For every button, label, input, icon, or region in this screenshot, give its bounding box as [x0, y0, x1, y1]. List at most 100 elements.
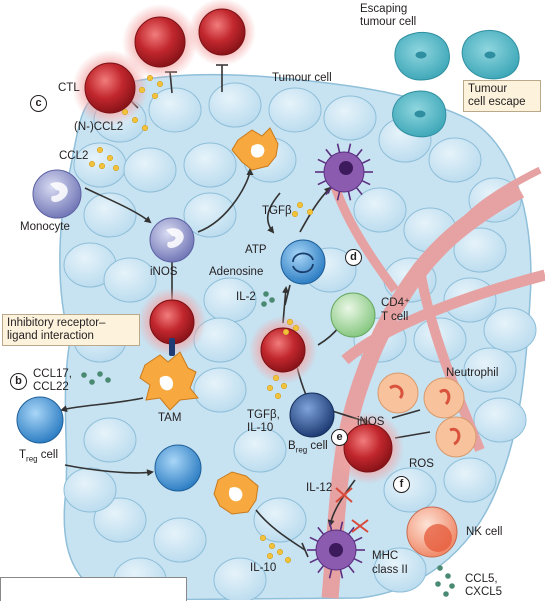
inhibitory-line1: Inhibitory receptor– — [7, 317, 106, 329]
breg-label-main: B — [288, 440, 296, 452]
chemokine-dot — [276, 548, 284, 556]
chemokine-dot — [269, 297, 275, 303]
tumour-cell — [148, 87, 202, 133]
tumour-cell — [63, 467, 117, 513]
chemokine-dot — [98, 162, 106, 170]
tumour-cell — [123, 147, 177, 193]
ccl17-label: CCL17, — [33, 368, 72, 380]
il12-label: IL-12 — [306, 482, 333, 494]
inhibitory-callout: Inhibitory receptor– ligand interaction — [2, 314, 140, 346]
chemokine-dot — [96, 146, 104, 154]
tumour-cell — [183, 142, 237, 188]
breg-label-sub: reg — [295, 445, 308, 455]
mdsc-spike — [355, 187, 363, 196]
chemokine-dot — [131, 116, 139, 124]
tumour-cell — [453, 227, 507, 273]
ctl-cell — [134, 16, 186, 68]
tumour-cell — [353, 187, 407, 233]
tumour-cell — [208, 82, 262, 128]
mdsc-spikes — [307, 143, 373, 579]
tumour-cell — [253, 497, 307, 543]
chemokine-dot — [151, 92, 159, 100]
tumour-escape-callout: Tumour cell escape — [463, 80, 541, 112]
tumour-cell — [83, 417, 137, 463]
mdsc-spike — [353, 536, 363, 543]
legend-box-edge — [0, 577, 187, 601]
tumour-cell — [233, 427, 287, 473]
mhc-label-1: MHC — [372, 550, 399, 562]
chemokine-dot — [263, 291, 269, 297]
monocyte-label: Monocyte — [20, 221, 70, 233]
ros-label: ROS — [409, 458, 434, 470]
mdsc-spike — [317, 526, 325, 535]
treg-label-tail: cell — [37, 449, 59, 461]
mdsc-spike — [355, 148, 363, 157]
tumour-cell — [93, 497, 147, 543]
mdsc-spike — [309, 557, 319, 564]
mdsc-spike — [325, 187, 333, 196]
treg-label-sub: reg — [26, 454, 38, 464]
chemokine-dot — [156, 80, 164, 88]
mdsc-spike — [317, 179, 327, 186]
chemokine-dot — [88, 160, 96, 168]
mdsc-spike — [361, 158, 371, 165]
panel-marker-c: c — [30, 95, 47, 112]
blocked-marker — [335, 487, 369, 533]
chemokine-dot — [435, 581, 441, 587]
mdsc-spike — [347, 191, 352, 201]
chemokine-dot — [89, 379, 95, 385]
chemokine-dot — [146, 74, 154, 82]
mdsc-spike — [328, 569, 333, 579]
chemokine-dot — [286, 318, 294, 326]
chemokine-dot — [449, 583, 455, 589]
mdsc-spike — [361, 179, 371, 186]
chemokine-dot — [121, 108, 129, 116]
tumour-cell — [463, 347, 517, 393]
mdsc-cells — [315, 151, 365, 571]
ccl5-label: CCL5, — [465, 573, 498, 585]
panel-marker-e: e — [331, 429, 348, 446]
chemokine-dot — [112, 164, 120, 172]
mhc-label-2: class II — [372, 564, 408, 576]
tumour-cell — [473, 397, 527, 443]
panel-marker-b: b — [10, 373, 27, 390]
mdsc-spike — [339, 521, 344, 531]
treg-cells — [16, 239, 326, 492]
inhibitory-receptor — [169, 338, 175, 356]
chemokine-dot — [291, 210, 299, 218]
tgfb-top-label: TGFβ — [262, 205, 292, 217]
ctl-cell — [198, 8, 246, 56]
escaping-label-1: Escaping — [360, 3, 408, 15]
ctl-cell — [149, 299, 195, 345]
chemokine-dot — [268, 542, 276, 550]
ctl-cell — [84, 62, 136, 114]
nk-cell-shape — [406, 506, 458, 558]
chemokine-dot — [443, 591, 449, 597]
nk-label: NK cell — [466, 526, 503, 538]
chemokine-dot — [292, 324, 300, 332]
ctl-label: CTL — [58, 82, 80, 94]
chemokine-dot — [261, 301, 267, 307]
mdsc-spike — [347, 565, 355, 574]
chemokine-dot — [106, 154, 114, 162]
escaping-tumour-cells — [392, 29, 520, 138]
atp-label: ATP — [245, 244, 267, 256]
panel-marker-d: d — [345, 249, 362, 266]
tumour-escape-line1: Tumour — [468, 83, 508, 95]
chemokine-dot — [445, 573, 451, 579]
inos-right-label: iNOS — [357, 416, 385, 428]
mdsc-spike — [336, 143, 341, 153]
ccl2-label: CCL2 — [59, 150, 89, 162]
ctl-cells — [84, 8, 393, 473]
cd4-t-cell — [330, 292, 376, 338]
breg-label: Breg cell — [288, 440, 328, 456]
tam-cells — [139, 127, 279, 515]
tumour-cell — [183, 192, 237, 238]
tumour-cell — [193, 367, 247, 413]
chemokine-dot — [105, 377, 111, 383]
breg-label-tail: cell — [307, 440, 328, 452]
tumour-cell — [83, 192, 137, 238]
chemokine-dot — [274, 392, 282, 400]
escaping-label-2: tumour cell — [360, 16, 417, 28]
